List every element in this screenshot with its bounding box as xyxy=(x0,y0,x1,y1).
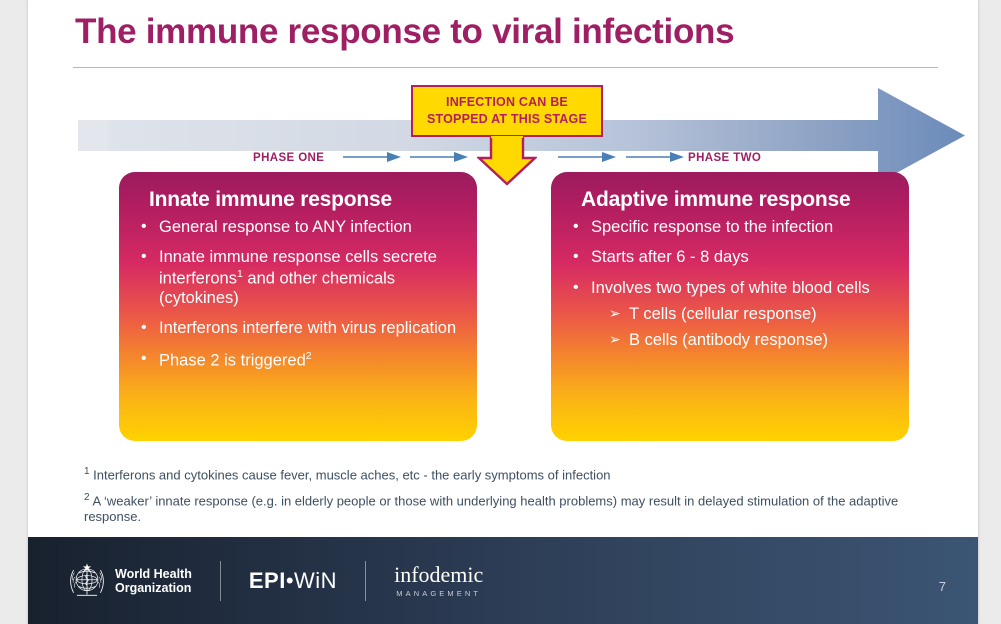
progress-arrow-1 xyxy=(343,150,401,168)
card-title: Adaptive immune response xyxy=(581,188,851,211)
title-divider xyxy=(73,67,938,68)
sub-bullet-text: B cells (antibody response) xyxy=(629,330,829,349)
bullet-text: Involves two types of white blood cells xyxy=(591,278,870,297)
progress-arrow-4 xyxy=(626,150,684,168)
footer-logos: World Health Organization EPI•WiN infode… xyxy=(66,537,483,624)
list-item: • Interferons interfere with virus repli… xyxy=(141,319,477,338)
bullet-list: • General response to ANY infection • In… xyxy=(141,218,477,371)
sub-list-item: ➢ B cells (antibody response) xyxy=(609,331,909,350)
epiwin-dot: • xyxy=(285,567,295,593)
infection-callout: INFECTION CAN BE STOPPED AT THIS STAGE xyxy=(411,85,603,186)
list-item: • Starts after 6 - 8 days xyxy=(573,248,909,267)
footnote-marker: 1 xyxy=(84,466,90,477)
page-title: The immune response to viral infections xyxy=(75,12,735,51)
footer-divider-1 xyxy=(219,560,221,601)
progress-arrow-2 xyxy=(410,150,468,168)
card-adaptive-immune-response: Adaptive immune response • Specific resp… xyxy=(551,172,909,441)
infodemic-logo: infodemic MANAGEMENT xyxy=(394,561,484,598)
sub-list-item: ➢ T cells (cellular response) xyxy=(609,305,909,324)
list-item: • Innate immune response cells secrete i… xyxy=(141,248,477,308)
epiwin-logo: EPI•WiN xyxy=(249,568,337,594)
bullet-dot-icon: • xyxy=(141,349,147,367)
who-line-1: World Health xyxy=(115,566,192,581)
card-title: Innate immune response xyxy=(149,188,392,211)
chevron-right-icon: ➢ xyxy=(609,330,621,347)
footer-bar: World Health Organization EPI•WiN infode… xyxy=(28,537,978,624)
bullet-dot-icon: • xyxy=(141,248,147,266)
who-wordmark: World Health Organization xyxy=(115,567,192,595)
footnote-text: Interferons and cytokines cause fever, m… xyxy=(89,467,611,483)
epiwin-bold: EPI xyxy=(248,567,286,593)
who-logo: World Health Organization xyxy=(66,560,192,602)
footer-divider-2 xyxy=(365,560,367,601)
card-innate-immune-response: Innate immune response • General respons… xyxy=(119,172,477,441)
slide-canvas: The immune response to viral infections xyxy=(28,0,978,624)
footnote-ref: 2 xyxy=(305,349,312,362)
bullet-dot-icon: • xyxy=(573,278,579,296)
footnote-marker: 2 xyxy=(84,491,90,503)
footnotes: 1 Interferons and cytokines cause fever,… xyxy=(84,466,934,533)
who-emblem-icon xyxy=(70,562,104,596)
bullet-dot-icon: • xyxy=(141,319,147,337)
callout-box: INFECTION CAN BE STOPPED AT THIS STAGE xyxy=(411,85,603,137)
bullet-text: Specific response to the infection xyxy=(591,218,834,236)
footnote-1: 1 Interferons and cytokines cause fever,… xyxy=(84,466,934,483)
bullet-text: Phase 2 is triggered2 xyxy=(159,349,312,370)
callout-line-2: STOPPED AT THIS STAGE xyxy=(426,111,587,126)
list-item: • General response to ANY infection xyxy=(141,218,477,237)
list-item: • Involves two types of white blood cell… xyxy=(573,279,909,298)
bullet-text: Innate immune response cells secrete int… xyxy=(159,248,437,307)
infodemic-word: infodemic xyxy=(394,561,484,587)
sub-bullet-text: T cells (cellular response) xyxy=(629,305,817,324)
list-item: • Specific response to the infection xyxy=(573,218,909,237)
progress-arrow-3 xyxy=(558,150,616,168)
bullet-dot-icon: • xyxy=(141,218,147,235)
bullet-text: General response to ANY infection xyxy=(159,218,412,236)
footnote-text: A ‘weaker’ innate response (e.g. in elde… xyxy=(84,493,899,524)
bullet-text: Interferons interfere with virus replica… xyxy=(159,319,457,338)
footnote-2: 2 A ‘weaker’ innate response (e.g. in el… xyxy=(84,492,934,525)
callout-line-1: INFECTION CAN BE xyxy=(446,95,568,109)
epiwin-light: WiN xyxy=(294,567,338,593)
footnote-ref: 1 xyxy=(236,267,243,280)
callout-arrow-down-icon xyxy=(475,132,539,191)
chevron-right-icon: ➢ xyxy=(609,305,621,322)
bullet-dot-icon: • xyxy=(573,248,579,266)
bullet-text: Starts after 6 - 8 days xyxy=(591,248,749,267)
phase-two-label: PHASE TWO xyxy=(688,152,762,164)
page-number: 7 xyxy=(938,579,946,594)
list-item: • Phase 2 is triggered2 xyxy=(141,350,477,371)
bullet-dot-icon: • xyxy=(573,218,579,235)
who-line-2: Organization xyxy=(115,580,192,595)
bullet-list: • Specific response to the infection • S… xyxy=(573,218,909,298)
infodemic-subtitle: MANAGEMENT xyxy=(396,588,482,598)
phase-one-label: PHASE ONE xyxy=(253,152,325,164)
sub-bullet-list: ➢ T cells (cellular response) ➢ B cells … xyxy=(609,305,909,350)
